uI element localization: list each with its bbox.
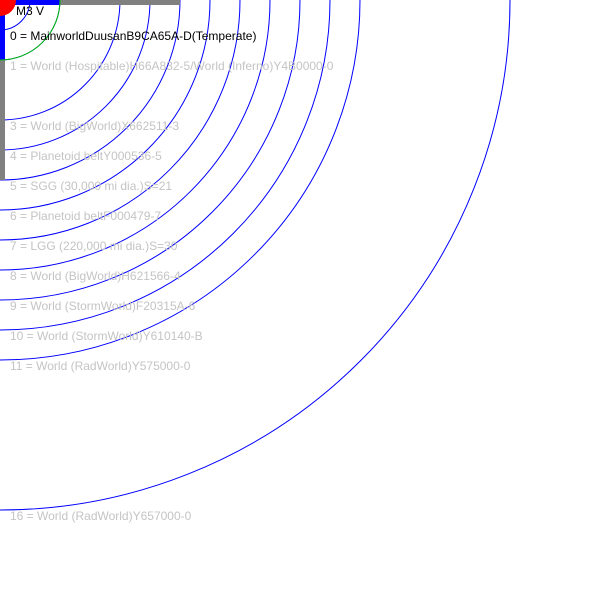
orbit-arc-5 <box>0 0 181 181</box>
orbit-label-11: 11 = World (RadWorld)Y575000-0 <box>10 359 191 373</box>
orbit-arc-9 <box>0 0 301 301</box>
orbit-label-5: 5 = SGG (30,000 mi dia.)S=21 <box>10 179 173 193</box>
orbit-label-16: 16 = World (RadWorld)Y657000-0 <box>10 509 192 523</box>
orbit-arc-7 <box>0 0 241 241</box>
orbit-arc-6 <box>0 0 211 211</box>
orbit-label-6: 6 = Planetoid beltF000479-7 <box>10 209 162 223</box>
orbit-label-3: 3 = World (BigWorld)X662511-3 <box>10 119 180 133</box>
orbit-label-4: 4 = Planetoid beltY000536-5 <box>10 149 162 163</box>
orbit-label-9: 9 = World (StormWorld)F20315A-6 <box>10 299 196 313</box>
orbit-label-8: 8 = World (BigWorld)H621566-4 <box>10 269 181 283</box>
habitable-zone-arc <box>0 0 61 61</box>
orbit-label-1: 1 = World (Hospitable)H66A832-5/World (I… <box>10 59 334 73</box>
orbit-arc-8 <box>0 0 271 271</box>
frame-left-blue <box>0 0 5 60</box>
orbit-arc-10 <box>0 0 331 331</box>
orbit-label-10: 10 = World (StormWorld)Y610140-B <box>10 329 203 343</box>
system-frame <box>0 0 180 180</box>
orbit-arc-3 <box>0 0 121 121</box>
orbit-arc-16 <box>0 0 511 511</box>
mainworld-label: 0 = MainworldDuusanB9CA65A-D(Temperate) <box>10 29 257 43</box>
star-icon <box>0 0 16 16</box>
orbit-label-7: 7 = LGG (220,000 mi dia.)S=30 <box>10 239 178 253</box>
orbit-arcs <box>0 0 511 511</box>
frame-top-blue <box>0 0 60 5</box>
star-classification-label: M3 V <box>16 4 45 18</box>
frame-top-gray <box>0 0 180 5</box>
frame-left-gray <box>0 0 5 180</box>
orbit-arc-4 <box>0 0 151 151</box>
orbit-arc-11 <box>0 0 361 361</box>
